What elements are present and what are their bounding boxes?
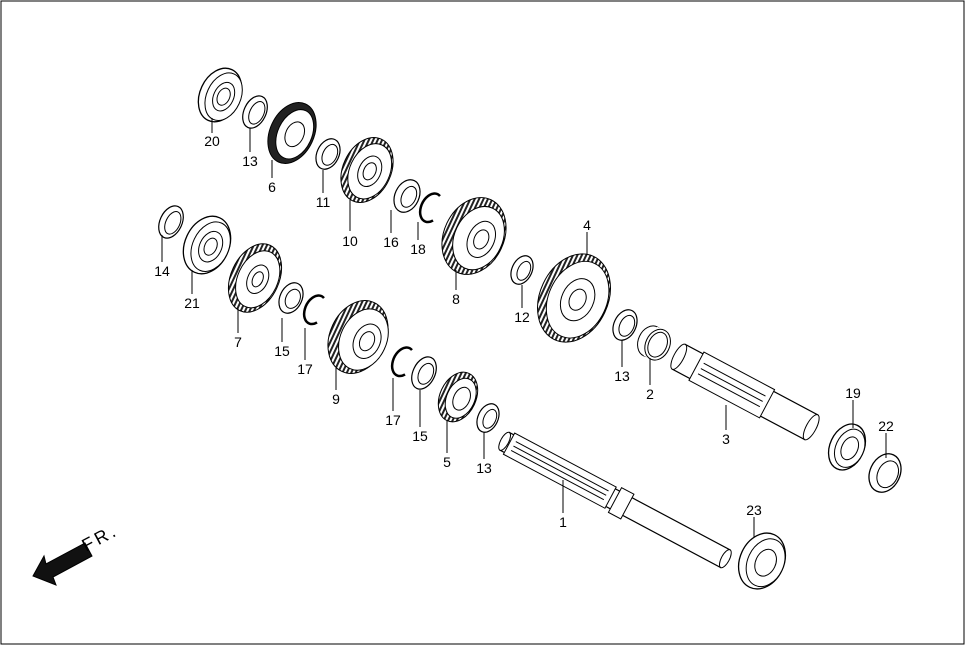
callout-17b: 17 [385,412,401,428]
part-4-gear [537,253,611,343]
part-6-gear [267,102,317,164]
part-21-bearing [182,215,232,275]
part-12-washer [510,255,534,285]
callout-6: 6 [268,179,276,195]
callout-12: 12 [514,309,530,325]
callout-1: 1 [559,514,567,530]
callout-20: 20 [204,133,220,149]
callout-15b: 15 [412,428,428,444]
callout-2: 2 [646,386,654,402]
callout-21: 21 [184,295,200,311]
callout-17: 17 [297,361,313,377]
part-8-gear [441,197,507,275]
part-13-washer [242,95,268,129]
callout-3: 3 [722,431,730,447]
part-19-bearing [827,423,867,471]
callout-9: 9 [332,391,340,407]
part-15-washer [278,282,304,314]
part-2-bushing [637,325,671,361]
part-14-washer [158,205,184,239]
part-20-bearing [197,67,243,123]
callout-16: 16 [383,234,399,250]
callout-18: 18 [410,241,426,257]
callout-10: 10 [342,233,358,249]
callout-13: 13 [242,153,258,169]
callout-19: 19 [845,385,861,401]
part-7-gear [227,243,283,313]
callout-22: 22 [878,418,894,434]
callout-11: 11 [316,194,331,210]
callout-4: 4 [583,217,591,233]
part-18-circlip [418,192,441,224]
front-label: FR. [78,520,121,555]
callout-8: 8 [452,291,460,307]
part-11-washer [315,138,341,170]
part-1-shaft [498,431,732,569]
callout-13c: 13 [614,368,630,384]
part-9-gear [327,300,389,374]
part-16-washer [393,179,421,213]
callout-23: 23 [746,502,762,518]
part-15b-washer [411,356,437,390]
callout-15: 15 [274,343,290,359]
callout-labels: 20 13 6 11 10 16 18 8 4 12 14 21 7 15 17… [154,133,894,530]
part-5-gear [437,371,479,423]
leader-lines [161,118,887,537]
part-22-seal [868,453,902,493]
part-23-bearing [737,532,787,590]
callout-13b: 13 [476,460,492,476]
part-17b-circlip [390,346,413,378]
part-3-shaft [670,343,820,441]
part-13b-washer [476,403,500,433]
part-13c-washer [612,309,638,341]
callout-5: 5 [443,454,451,470]
front-arrow-icon [32,542,93,586]
part-10-gear [340,137,394,203]
part-17-circlip [302,294,325,326]
callout-14: 14 [154,263,170,279]
callout-7: 7 [234,334,242,350]
front-direction-indicator: FR. [32,520,121,586]
